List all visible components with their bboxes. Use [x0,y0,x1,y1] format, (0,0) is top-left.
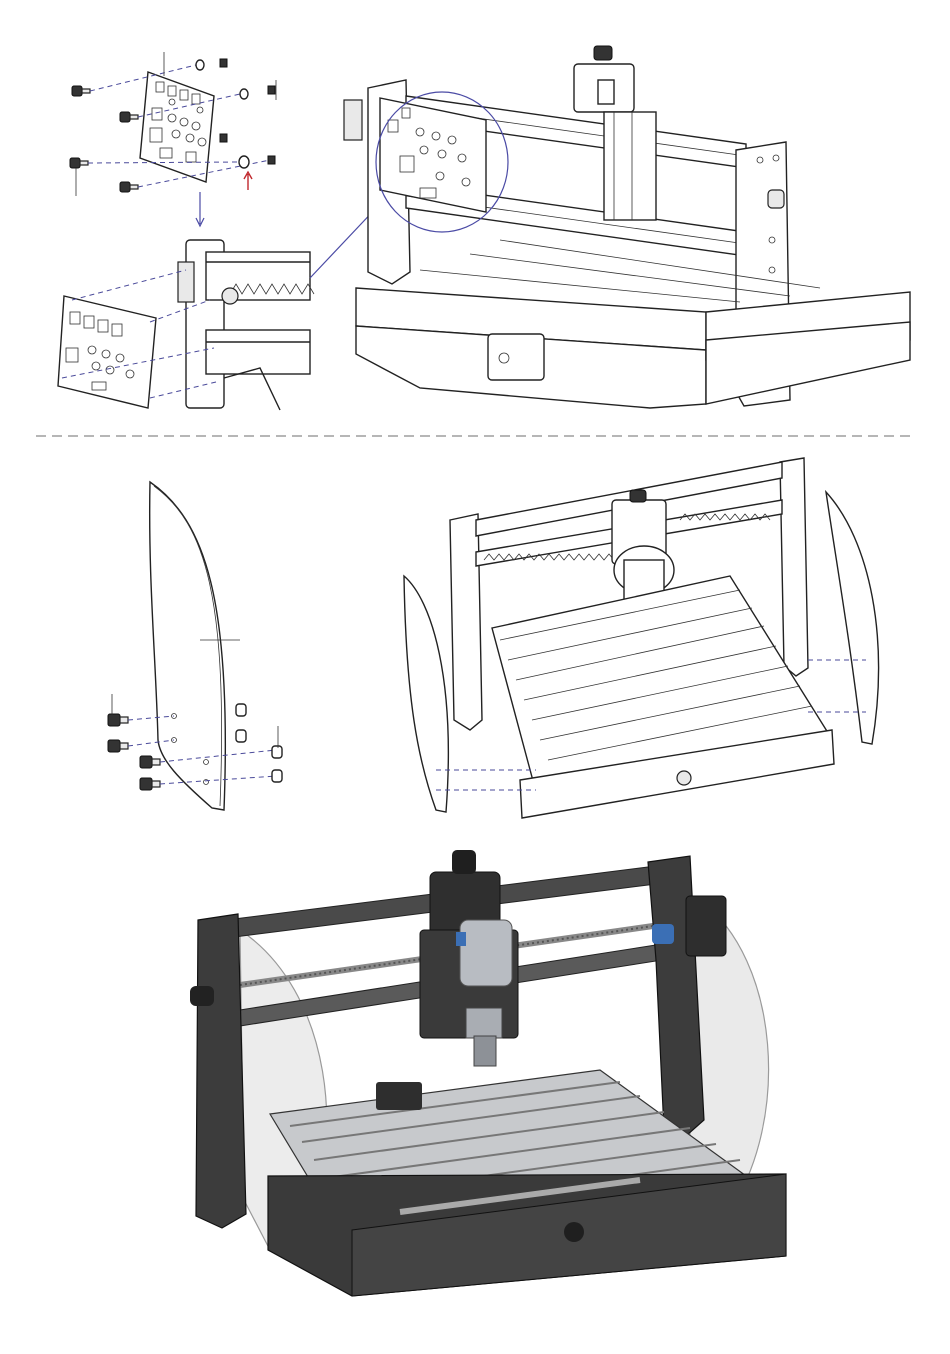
controller-board-exploded-view [70,52,276,226]
screw-icon [108,714,160,790]
nut-icon [236,704,282,782]
screw-icon [70,86,138,192]
machine-render [190,850,786,1296]
side-panel-exploded-view [108,482,282,810]
board-mounted-closeup [58,206,378,410]
machine-line-art-front [404,458,879,818]
machine-line-art-rear [344,46,910,408]
